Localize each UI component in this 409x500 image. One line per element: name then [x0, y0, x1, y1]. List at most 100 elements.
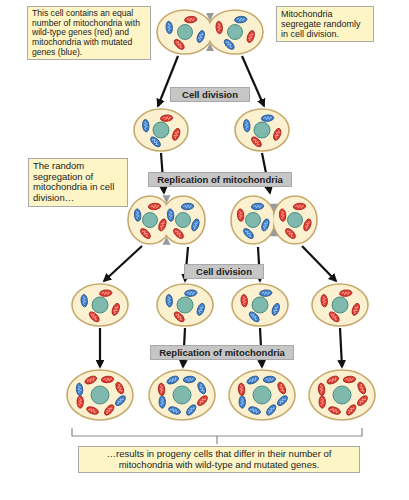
mitochondrion: [142, 119, 149, 132]
mitochondrion: [160, 114, 173, 121]
mitochondrion-cristae: [353, 305, 359, 314]
mitochondrion-body: [184, 16, 197, 23]
cleavage-arrow: [206, 43, 214, 51]
mitochondrion: [165, 294, 172, 307]
mitochondrion: [99, 289, 112, 296]
mitochondrion-body: [114, 394, 127, 407]
mitochondrion: [265, 403, 278, 417]
mitochondrion: [181, 203, 194, 210]
mitochondrion: [276, 381, 287, 395]
mitochondrion-body: [215, 21, 222, 34]
mitochondrion-cristae: [252, 138, 260, 146]
mitochondrion-cristae: [174, 229, 182, 237]
mitochondrion-cristae: [90, 313, 98, 321]
mitochondrion-body: [328, 310, 341, 323]
mitochondrion: [173, 38, 186, 51]
mitochondrion: [167, 209, 174, 222]
mitochondrion-body: [190, 218, 200, 232]
mitochondrion: [356, 394, 369, 407]
flow-arrow: [340, 328, 342, 367]
mitochondrion-cristae: [342, 291, 350, 295]
mitochondrion-cristae: [278, 397, 286, 405]
mitochondrion-body: [339, 289, 352, 296]
cell-membrane: [207, 10, 263, 54]
mitochondrion-body: [149, 135, 162, 148]
cleavage-arrow: [163, 237, 171, 245]
cleavage-arrow: [270, 228, 278, 236]
mitochondrion-cristae: [345, 378, 353, 382]
mitochondrion-body: [260, 218, 270, 232]
cell-membrane: [231, 196, 275, 244]
step-band: Replication of mitochondria: [150, 345, 294, 360]
mitochondrion-body: [302, 218, 312, 232]
mitochondrion: [259, 289, 272, 296]
mitochondrion: [196, 381, 207, 395]
mitochondrion: [215, 21, 222, 34]
mitochondrion-body: [99, 289, 112, 296]
mitochondrion-cristae: [103, 378, 111, 382]
mitochondrion: [184, 289, 197, 296]
mitochondrion-body: [234, 16, 247, 23]
cell: [312, 284, 368, 326]
nucleus: [228, 25, 243, 40]
mitochondrion-body: [272, 127, 282, 141]
mitochondrion-body: [250, 135, 263, 148]
mitochondrion: [279, 209, 286, 222]
mitochondrion: [157, 218, 167, 232]
dividing-cell: [128, 196, 205, 244]
mitochondrion-cristae: [241, 398, 244, 406]
mitochondrion: [345, 403, 358, 417]
mitochondrion-cristae: [244, 229, 252, 237]
mitochondrion-body: [80, 294, 87, 307]
mitochondrion-body: [84, 375, 98, 386]
cell-membrane: [128, 196, 172, 244]
mitochondrion-body: [173, 310, 186, 323]
mitochondrion: [166, 375, 180, 386]
step-label: Cell division: [175, 89, 245, 100]
mitochondrion-body: [196, 302, 206, 316]
callout-box: …results in progeny cells that differ in…: [78, 446, 360, 473]
mitochondrion-cristae: [329, 377, 338, 383]
mitochondrion-body: [356, 394, 369, 407]
cell-membrane: [149, 370, 215, 420]
mitochondrion-body: [326, 375, 340, 386]
callout-text: …results in progeny cells that differ in…: [83, 449, 355, 470]
mitochondrion-cristae: [267, 406, 275, 414]
cell: [232, 284, 288, 326]
cytoplasm-fill: [129, 197, 170, 242]
mitochondrion-body: [276, 381, 287, 395]
mitochondrion-cristae: [359, 384, 365, 393]
mitochondrion-cristae: [322, 296, 326, 304]
mitochondrion-cristae: [144, 121, 148, 129]
mitochondrion-body: [184, 289, 197, 296]
mitochondrion-body: [185, 403, 198, 417]
flow-arrow: [104, 246, 142, 281]
mitochondrion: [84, 375, 98, 386]
flow-arrow: [99, 328, 101, 367]
cell: [72, 284, 128, 326]
mitochondrion-body: [242, 227, 255, 240]
mitochondrion: [319, 396, 325, 408]
mitochondrion: [238, 383, 245, 396]
mitochondrion: [148, 203, 161, 210]
mitochondrion: [328, 310, 341, 323]
cleavage-arrow: [163, 195, 171, 203]
mitochondrion: [158, 383, 165, 396]
mitochondrion: [114, 394, 127, 407]
mitochondrion-cristae: [162, 116, 170, 120]
mitochondrion-body: [77, 396, 83, 408]
mitochondrion-body: [111, 302, 121, 316]
mitochondrion: [251, 203, 264, 210]
cell: [309, 370, 375, 420]
step-label: Cell division: [189, 266, 259, 277]
mitochondrion-cristae: [185, 378, 193, 382]
mitochondrion: [328, 405, 342, 415]
mitochondrion-body: [237, 209, 244, 222]
mitochondrion-cristae: [113, 305, 119, 314]
mitochondrion-body: [172, 227, 185, 240]
flow-arrow: [302, 246, 336, 281]
mitochondrion: [248, 310, 261, 323]
mitochondrion-body: [345, 403, 358, 417]
mitochondrion-cristae: [239, 211, 243, 219]
mitochondrion: [318, 383, 325, 396]
